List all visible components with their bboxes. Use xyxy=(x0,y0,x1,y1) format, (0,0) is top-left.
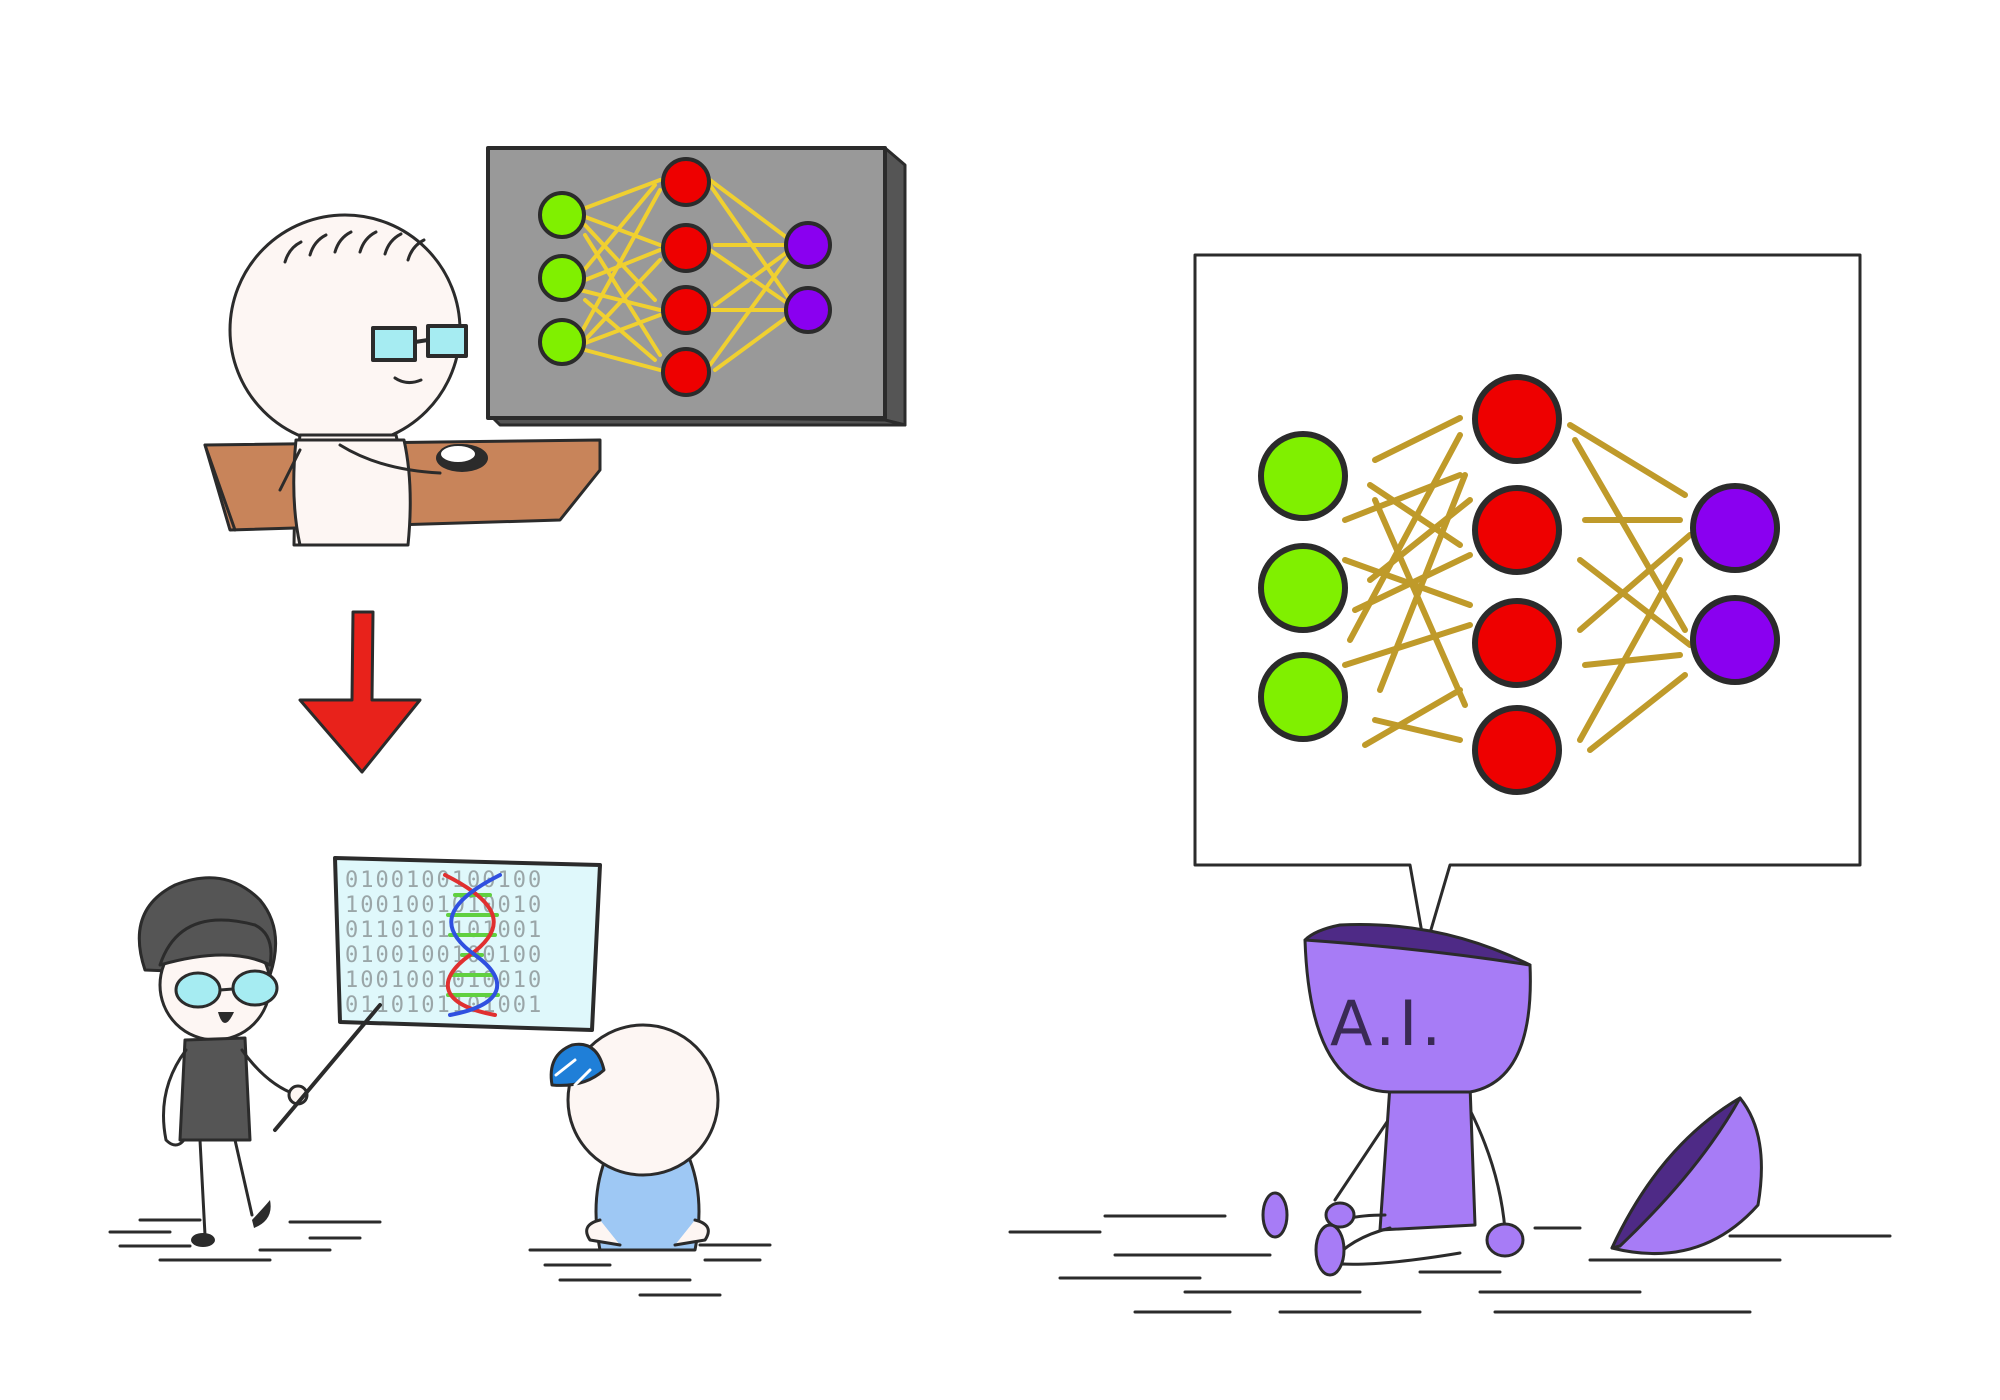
ai-robot-figure: A.I. xyxy=(1008,923,1892,1314)
teacher-floor-lines xyxy=(108,1218,382,1262)
child-floor-lines xyxy=(528,1243,772,1297)
neural-network-speech-bubble xyxy=(1193,253,1862,952)
binary-row: 0100100100100 xyxy=(345,868,543,893)
programmer-figure xyxy=(203,213,602,547)
poster-binary: 0100100100100 1001001010010 011010110100… xyxy=(345,868,543,1018)
binary-row: 0100100100100 xyxy=(345,943,543,968)
dna-helix-icon xyxy=(443,873,502,1017)
small-network-edges xyxy=(578,178,792,372)
binary-row: 0110101101001 xyxy=(345,918,543,943)
binary-row: 1001001010010 xyxy=(345,893,543,918)
child-body xyxy=(594,1158,701,1252)
teacher-glasses-icon xyxy=(174,969,279,1009)
computer-mouse-icon xyxy=(436,444,488,472)
small-network-nodes xyxy=(538,157,832,397)
binary-row: 1001001010010 xyxy=(345,968,543,993)
child-figure xyxy=(528,1023,772,1297)
programmer-head xyxy=(228,213,462,447)
large-network-edges xyxy=(1342,415,1693,753)
neural-network-monitor xyxy=(486,146,907,427)
down-arrow-icon xyxy=(298,610,422,774)
robot-head-lid xyxy=(1610,1096,1763,1255)
pointer-stick xyxy=(273,1003,382,1132)
child-head xyxy=(566,1023,720,1177)
programmer-glasses-icon xyxy=(371,324,468,362)
teacher-body xyxy=(178,1036,252,1142)
programmer-hair xyxy=(283,230,426,264)
teacher-figure xyxy=(108,876,382,1262)
teacher-mouth xyxy=(218,1012,234,1023)
dna-poster: 0100100100100 1001001010010 011010110100… xyxy=(333,856,602,1032)
robot-label: A.I. xyxy=(1330,987,1445,1060)
large-network-nodes xyxy=(1258,374,1780,795)
cap-icon xyxy=(549,1042,606,1087)
robot-floor-lines xyxy=(1008,1214,1892,1314)
robot-head-opening xyxy=(1303,923,1532,967)
robot-body xyxy=(1378,1083,1477,1232)
programmer-mouth xyxy=(393,376,423,385)
